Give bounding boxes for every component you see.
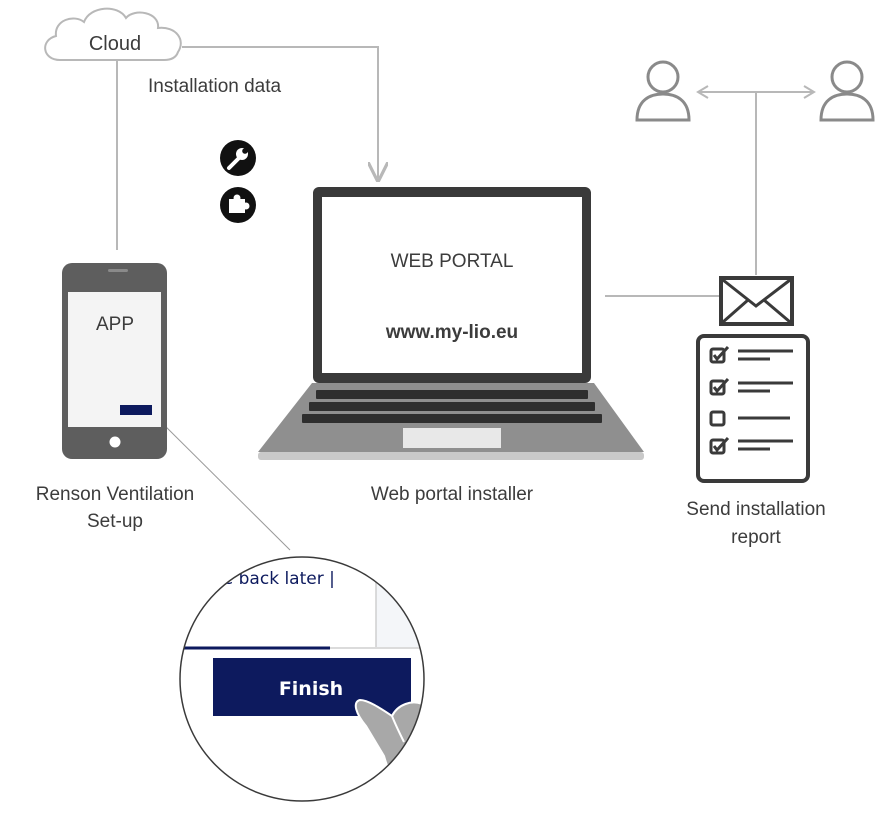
laptop-screen xyxy=(322,197,582,373)
phone-screen xyxy=(68,292,161,427)
puzzle-icon xyxy=(220,187,256,223)
cloud-label: Cloud xyxy=(89,33,141,55)
laptop-icon: WEB PORTAL www.my-lio.eu xyxy=(258,187,644,460)
envelope-icon xyxy=(719,276,794,326)
phone-home-button xyxy=(109,436,121,448)
laptop-keyboard xyxy=(302,390,602,423)
laptop-touchpad xyxy=(403,428,501,448)
wrench-icon xyxy=(220,140,256,176)
zoom-partial-text: ne back later | xyxy=(212,569,335,589)
phone-caption-line1: Renson Ventilation xyxy=(36,484,194,505)
user-icon-left xyxy=(635,60,691,122)
phone-icon: APP xyxy=(62,263,167,459)
report-caption-line2: report xyxy=(731,527,781,548)
zoom-pointer-line xyxy=(151,412,291,551)
report-caption-line1: Send installation xyxy=(686,499,825,520)
laptop-screen-url: www.my-lio.eu xyxy=(385,322,518,343)
connector-lines xyxy=(116,46,816,551)
phone-caption-line2: Set-up xyxy=(87,511,143,532)
phone-finish-mark xyxy=(120,405,152,415)
finish-button-label[interactable]: Finish xyxy=(279,678,343,700)
laptop-caption: Web portal installer xyxy=(371,484,534,505)
installation-data-label: Installation data xyxy=(148,76,282,97)
installation-data-arrow xyxy=(182,46,378,178)
cloud-icon: Cloud xyxy=(44,7,182,61)
zoom-magnifier: ne back later | Finish xyxy=(179,556,425,802)
phone-screen-label: APP xyxy=(96,314,134,335)
user-icon-right xyxy=(819,60,875,122)
laptop-screen-title: WEB PORTAL xyxy=(391,251,514,272)
checklist-icon xyxy=(696,334,810,483)
